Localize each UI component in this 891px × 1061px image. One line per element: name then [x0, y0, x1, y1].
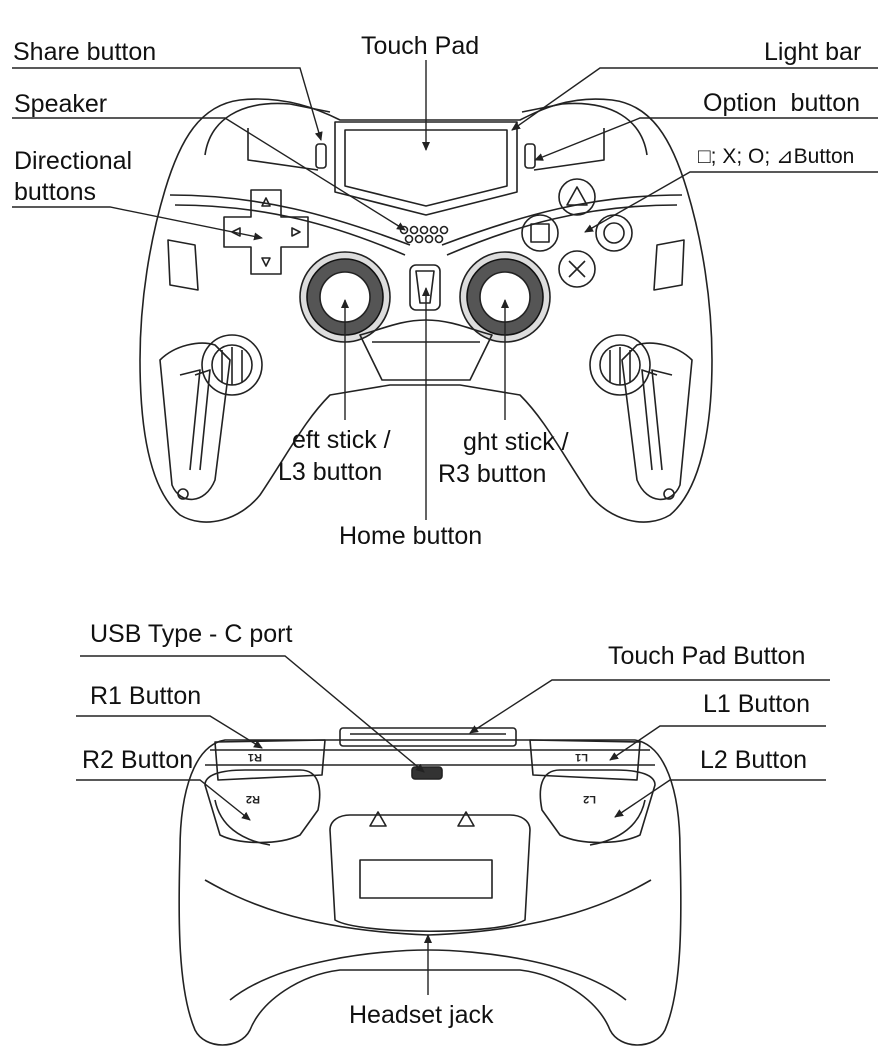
controller-top-edge-view: [178, 727, 682, 1046]
r1-button: [214, 739, 326, 781]
label-directional-line1: Directional: [14, 147, 133, 175]
engraved-r2: R2: [246, 793, 260, 805]
controller-body-outline: [139, 98, 713, 523]
label-home-button: Home button: [339, 522, 483, 550]
touch-pad: [334, 121, 518, 216]
label-left-stick-line2: L3 button: [278, 458, 383, 486]
engraved-l2: L2: [583, 793, 596, 805]
label-r1-button: R1 Button: [90, 682, 202, 710]
l1-button: [529, 739, 641, 781]
label-r2-button: R2 Button: [82, 746, 194, 774]
label-touch-pad: Touch Pad: [361, 32, 480, 60]
bottom-leader-lines: [76, 655, 830, 995]
home-button: [409, 264, 441, 311]
label-usb-port: USB Type - C port: [90, 620, 293, 648]
label-l1-button: L1 Button: [703, 690, 811, 718]
label-left-stick-line1: eft stick /: [292, 426, 391, 454]
label-light-bar: Light bar: [764, 38, 862, 66]
label-right-stick-line2: R3 button: [438, 460, 547, 488]
label-l2-button: L2 Button: [700, 746, 808, 774]
l2-button: [539, 769, 656, 844]
directional-pad: [223, 189, 309, 275]
label-right-stick-line1: ght stick /: [463, 428, 569, 456]
label-directional-line2: buttons: [14, 178, 97, 206]
option-button: [524, 143, 536, 169]
r2-button: [204, 769, 321, 844]
usb-port: [411, 766, 443, 780]
left-stick: [299, 251, 391, 343]
controller-back-outline: [178, 739, 682, 1046]
label-option-button: Option button: [703, 89, 861, 117]
engraved-r1: R1: [248, 751, 262, 763]
touch-pad-button-bar: [339, 727, 517, 747]
engraved-l1: L1: [575, 751, 588, 763]
controller-front-view: [139, 98, 713, 523]
label-share-button: Share button: [13, 38, 157, 66]
label-touch-pad-button: Touch Pad Button: [608, 642, 806, 670]
label-headset-jack: Headset jack: [349, 1001, 494, 1029]
label-speaker: Speaker: [14, 90, 108, 118]
share-button: [315, 143, 327, 169]
speaker-grille: [399, 225, 449, 244]
label-face-buttons: □; X; O; ⊿Button: [698, 145, 855, 168]
right-stick: [459, 251, 551, 343]
back-panel-window: [359, 859, 493, 899]
top-leader-lines: [12, 60, 878, 520]
